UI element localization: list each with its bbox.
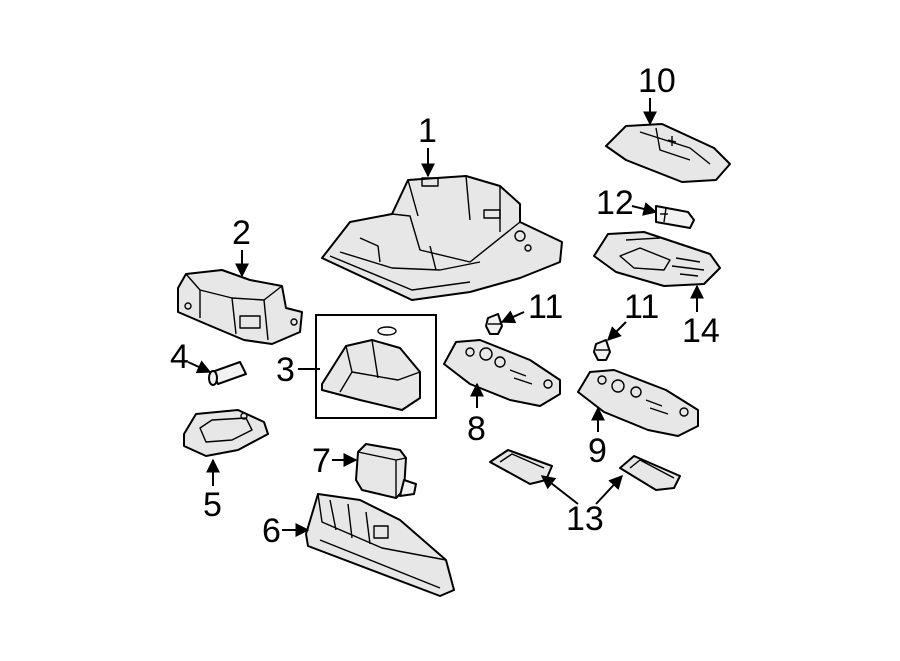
part-11-socket-a — [485, 313, 503, 335]
part-3-bracket — [321, 326, 421, 411]
callout-2: 2 — [232, 214, 251, 252]
callout-11-upper: 11 — [528, 288, 563, 326]
callout-11-lower: 11 — [624, 288, 659, 326]
callout-5: 5 — [203, 486, 222, 524]
part-13-lens-left — [489, 449, 553, 485]
callout-3: 3 — [276, 351, 295, 389]
part-4-bulb — [208, 361, 247, 386]
part-12-bulb — [655, 205, 695, 229]
callout-7: 7 — [312, 442, 331, 480]
part-1-console-housing — [321, 175, 563, 301]
part-14-lamp-lens — [593, 231, 721, 287]
part-9-switch-panel — [577, 369, 699, 437]
part-2-lamp-assembly — [177, 269, 303, 345]
callout-14: 14 — [682, 312, 720, 350]
callout-1: 1 — [418, 112, 437, 150]
part-7-control-module — [355, 443, 417, 499]
callout-10: 10 — [638, 62, 676, 100]
callout-8: 8 — [467, 410, 486, 448]
part-11-socket-b — [593, 339, 611, 361]
part-5-lens-frame — [183, 409, 269, 457]
callout-13: 13 — [566, 500, 604, 538]
part-6-console-tray — [305, 493, 455, 597]
part-8-switch-panel — [443, 339, 561, 407]
callout-12: 12 — [596, 184, 634, 222]
callout-4: 4 — [170, 338, 189, 376]
callout-9: 9 — [588, 432, 607, 470]
callout-6: 6 — [262, 512, 281, 550]
part-10-map-lamp — [605, 123, 731, 183]
part-13-lens-right — [619, 455, 681, 491]
